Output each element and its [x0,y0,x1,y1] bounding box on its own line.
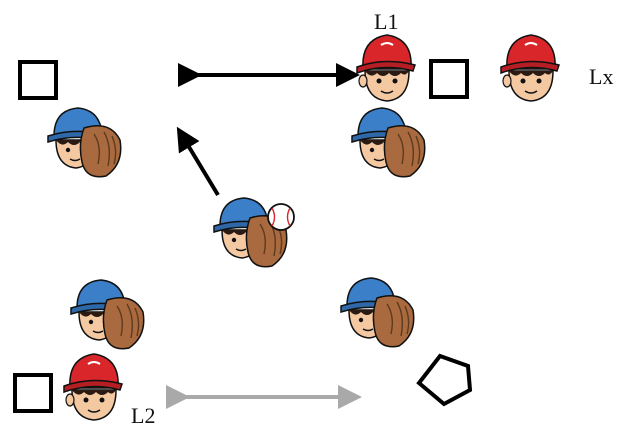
home-plate-icon [416,353,473,407]
label-l1: L1 [374,9,399,34]
base-square-icon [429,59,469,99]
runner-lx-icon [500,34,560,102]
runner-l2-icon [63,353,123,421]
label-lx: Lx [589,64,614,89]
fielder-left-icon [47,107,122,178]
label-l2: L2 [131,403,156,428]
fielder-right-icon [351,107,426,178]
baseball-icon [267,203,295,231]
pitcher-icon [213,197,295,268]
base-square-icon [13,373,53,413]
fielder-catcher-icon [340,277,415,348]
runner-l1-icon [356,34,416,102]
base-square-icon [18,60,58,100]
throw-arrow-diagonal [176,126,220,197]
fielder-bottom-left-icon [70,279,145,350]
